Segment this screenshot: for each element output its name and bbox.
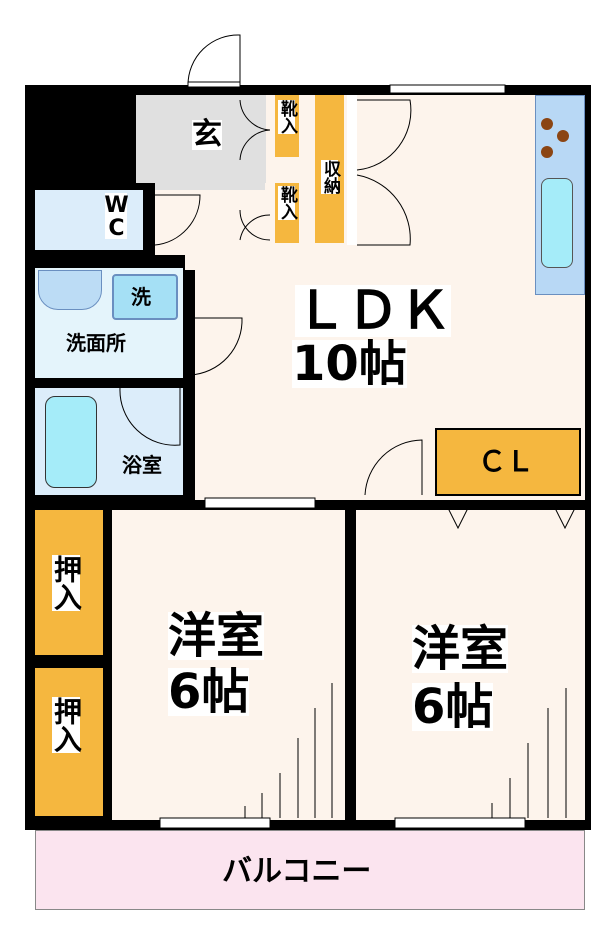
ldk-name: ＬＤＫ xyxy=(295,281,452,341)
stove-burner-icon xyxy=(541,118,553,130)
washroom-label: 洗面所 xyxy=(66,331,126,355)
western-room-1-size: 6帖 xyxy=(168,664,250,720)
storage-label: 収納 xyxy=(320,160,340,194)
genkan-floor-low xyxy=(155,183,265,191)
western-room-2-name: 洋室 xyxy=(412,621,509,677)
genkan-label: 玄 xyxy=(192,117,222,152)
shoe-box-2-label: 靴入 xyxy=(277,186,297,220)
hall xyxy=(185,250,345,270)
entry-hall xyxy=(155,190,265,255)
closet-cl xyxy=(435,428,581,496)
ldk-size: 10帖 xyxy=(292,336,407,392)
shoe-box-1-label: 靴入 xyxy=(277,100,297,134)
bathtub xyxy=(45,396,97,488)
closet-label: ＣＬ xyxy=(478,445,535,478)
kitchen-sink xyxy=(541,178,573,268)
wc-label: WC xyxy=(104,193,129,239)
washing-machine xyxy=(112,274,178,320)
western-room-1 xyxy=(112,510,345,820)
storage-door-area xyxy=(347,95,357,245)
washbasin xyxy=(38,270,102,310)
western-room-1-name: 洋室 xyxy=(168,608,265,664)
stove-burner-icon xyxy=(557,130,569,142)
oshiire-1-label: 押入 xyxy=(50,555,83,611)
western-room-2-size: 6帖 xyxy=(412,679,494,735)
balcony xyxy=(35,830,585,910)
balcony-label: バルコニー xyxy=(222,854,372,889)
stove-burner-icon xyxy=(541,146,553,158)
washer-label: 洗 xyxy=(131,285,151,309)
bath-label: 浴室 xyxy=(122,453,162,477)
oshiire-2-label: 押入 xyxy=(50,697,83,753)
